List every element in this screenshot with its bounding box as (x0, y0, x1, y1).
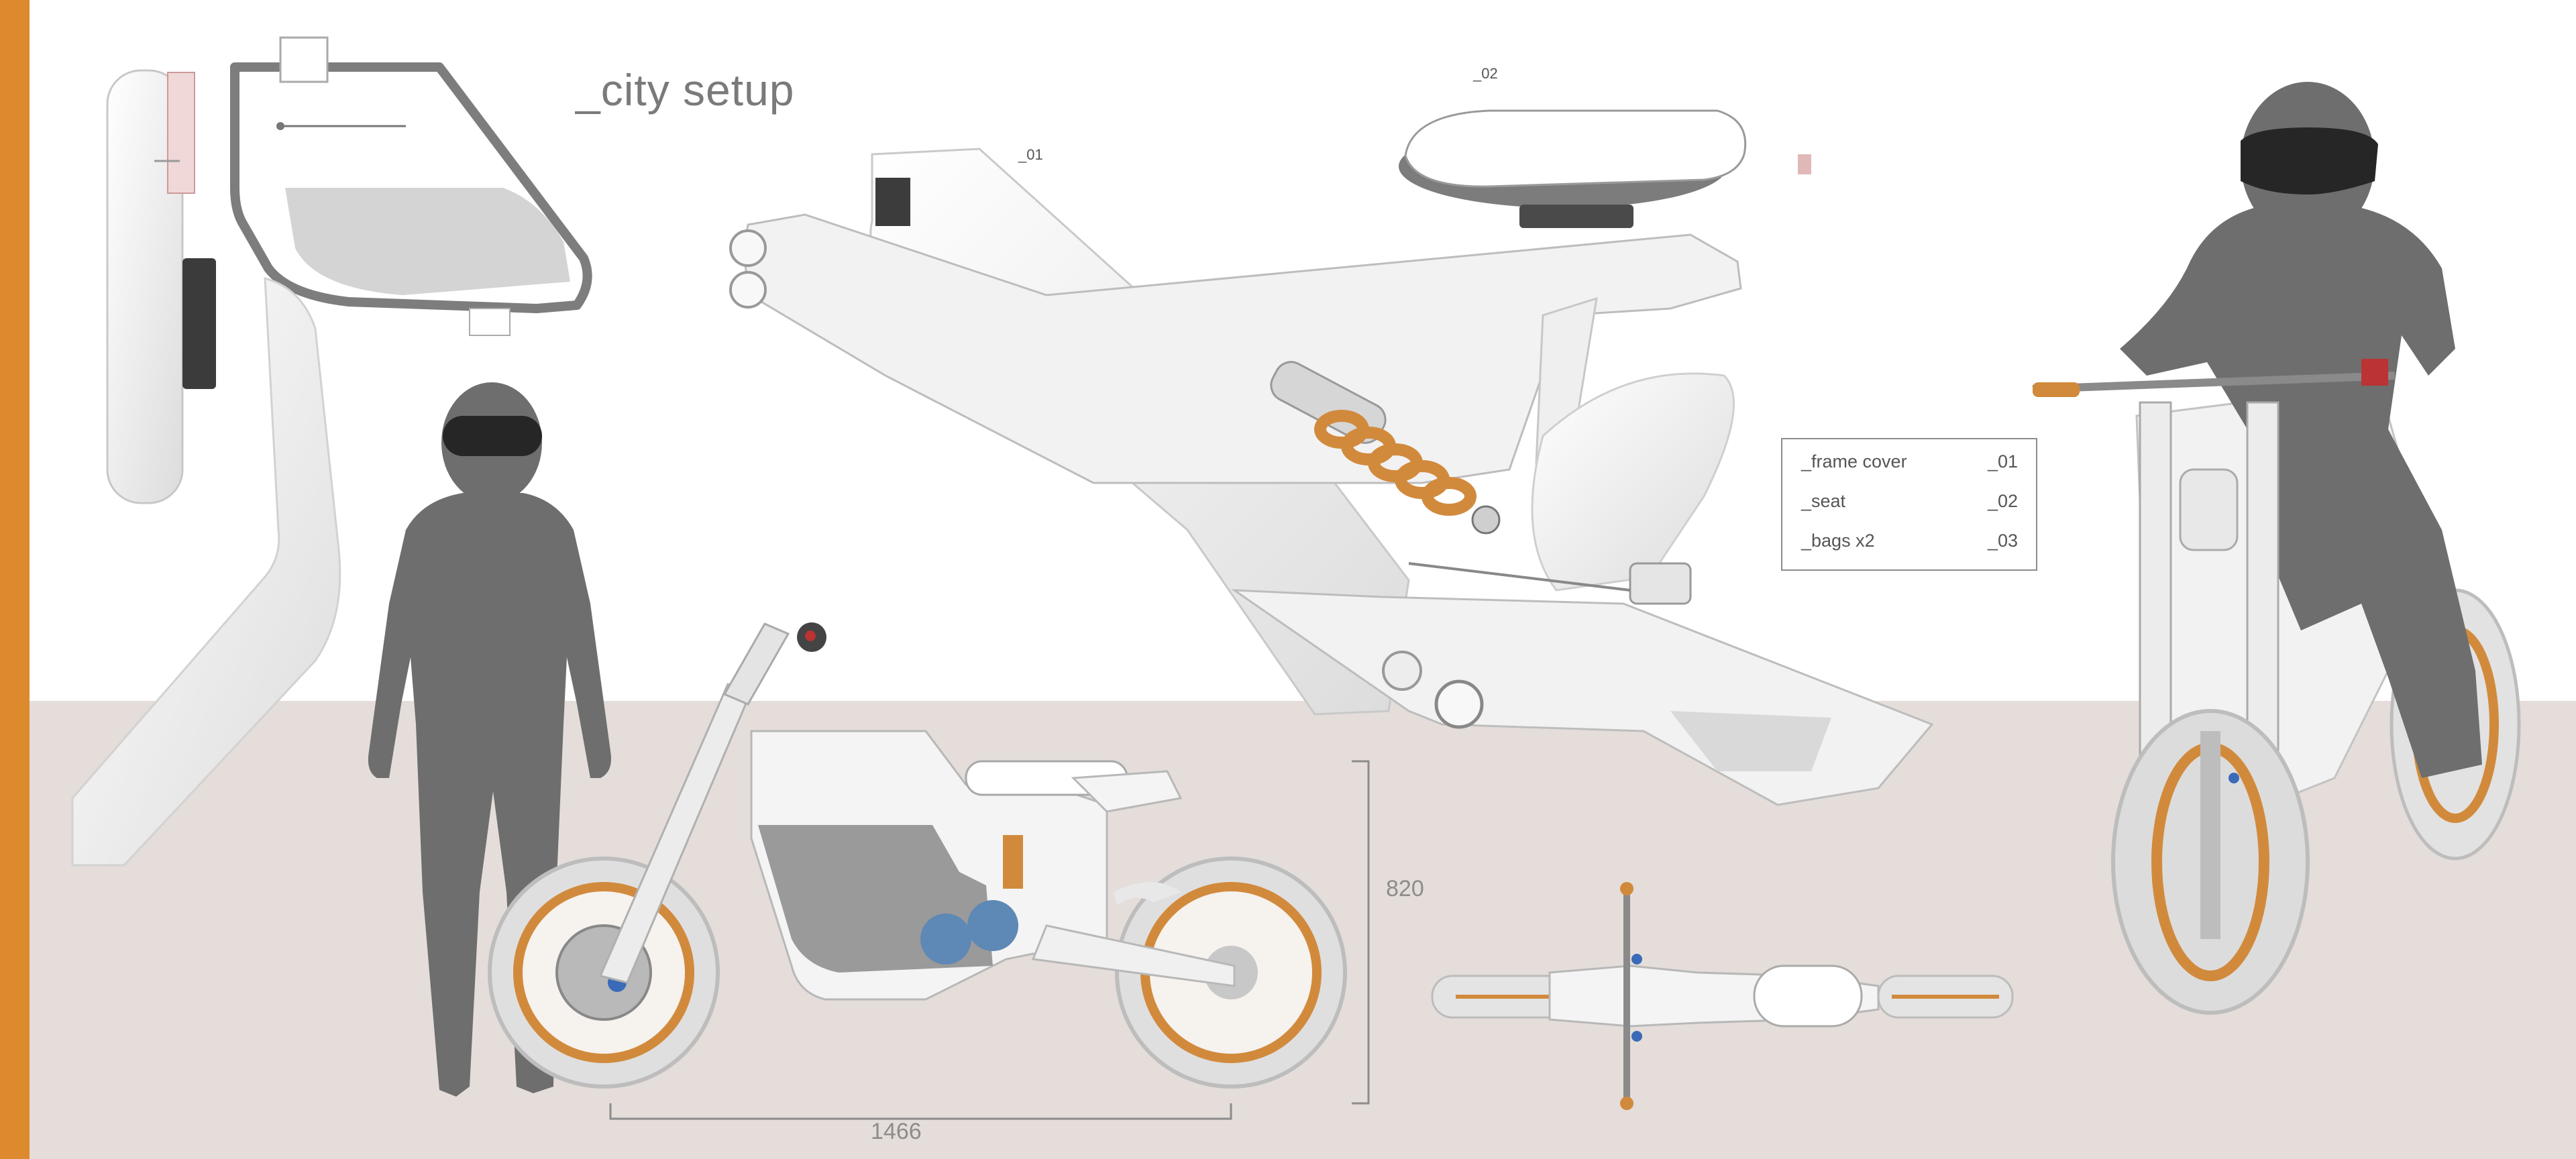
legend-row-bags: _bags x2 _03 (1801, 531, 2023, 557)
height-dimension-label: 820 (1386, 876, 1424, 901)
top-view-motorcycle (1431, 882, 2014, 1110)
accent-strip (0, 0, 30, 1159)
exploded-frame (729, 148, 1934, 806)
callout-frame-cover: _01 (1018, 146, 1043, 163)
legend-label: _bags x2 (1801, 531, 1875, 551)
bag-bracket (71, 277, 341, 867)
legend-label: _seat (1801, 491, 1846, 511)
legend-row-seat: _seat _02 (1801, 491, 2023, 518)
front-view-rider-bike (2032, 82, 2521, 1015)
legend-label: _frame cover (1801, 451, 1907, 472)
callout-seat: _02 (1473, 65, 1498, 82)
rear-shock-absorber (1270, 361, 1501, 535)
page-title: _city setup (576, 65, 795, 115)
wheelbase-dimension-label: 1466 (871, 1119, 922, 1144)
side-view-motorcycle (488, 622, 1347, 1089)
legend-row-frame-cover: _frame cover _01 (1801, 451, 2023, 478)
legend-number: _02 (1988, 491, 2019, 511)
legend-number: _03 (1988, 531, 2019, 551)
exploded-seat (1399, 109, 1811, 228)
parts-legend: _frame cover _01 _seat _02 _bags x2 _03 (1781, 438, 2037, 571)
bag-front-view (230, 36, 592, 336)
bag-side-view (106, 69, 216, 504)
legend-number: _01 (1988, 451, 2019, 472)
dimension-lines (609, 760, 1370, 1120)
